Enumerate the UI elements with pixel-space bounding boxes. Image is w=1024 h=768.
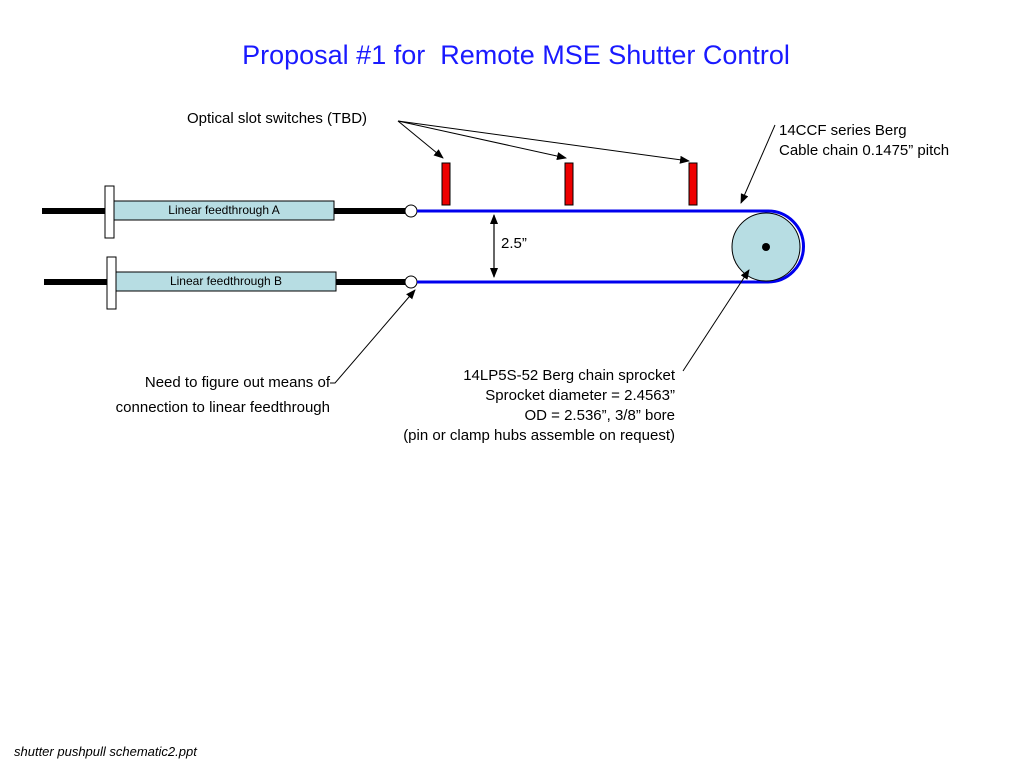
sprocket-note: 14LP5S-52 Berg chain sprocket Sprocket d… — [330, 366, 675, 446]
connection-note-line-2: connection to linear feedthrough — [115, 399, 330, 416]
connection-arrow — [330, 289, 416, 384]
spacing-label: 2.5” — [501, 235, 527, 252]
cable-chain-label: 14CCF series Berg Cable chain 0.1475” pi… — [779, 121, 949, 161]
sprocket-note-line-1: 14LP5S-52 Berg chain sprocket — [463, 367, 675, 384]
sprocket-note-line-2: Sprocket diameter = 2.4563” — [485, 387, 675, 404]
cable-chain-label-line-1: 14CCF series Berg — [779, 122, 907, 139]
feedthrough-a-assembly — [42, 185, 418, 239]
slide-title: Proposal #1 for Remote MSE Shutter Contr… — [242, 40, 790, 70]
feedthrough-b-assembly — [44, 256, 418, 310]
switch-arrow-2 — [397, 120, 567, 160]
optical-switches-label: Optical slot switches (TBD) — [187, 110, 368, 127]
sprocket-note-line-4: (pin or clamp hubs assemble on request) — [403, 427, 675, 444]
optical-switch-1 — [441, 162, 451, 206]
feedthrough-a-label: Linear feedthrough A — [168, 203, 280, 217]
feedthrough-b-connector — [404, 275, 418, 289]
switch-arrow-1 — [397, 120, 444, 159]
connection-note: Need to figure out means of connection t… — [60, 370, 330, 420]
footer-filename: shutter pushpull schematic2.ppt — [14, 744, 197, 759]
feedthrough-a-flange — [104, 185, 115, 239]
switch-arrow-3 — [397, 120, 690, 164]
connection-note-line-1: Need to figure out means of — [144, 374, 330, 391]
sprocket-note-line-3: OD = 2.536”, 3/8” bore — [524, 407, 676, 424]
cable-chain-label-line-2: Cable chain 0.1475” pitch — [779, 142, 950, 159]
sprocket-arrow — [682, 269, 750, 372]
feedthrough-a-connector — [404, 204, 418, 218]
sprocket-axle — [762, 243, 770, 251]
feedthrough-b-flange — [106, 256, 117, 310]
optical-switch-2 — [564, 162, 574, 206]
feedthrough-b-label: Linear feedthrough B — [169, 274, 283, 288]
chain-arrow — [740, 124, 776, 204]
cable-chain — [417, 209, 805, 284]
optical-switch-3 — [688, 162, 698, 206]
